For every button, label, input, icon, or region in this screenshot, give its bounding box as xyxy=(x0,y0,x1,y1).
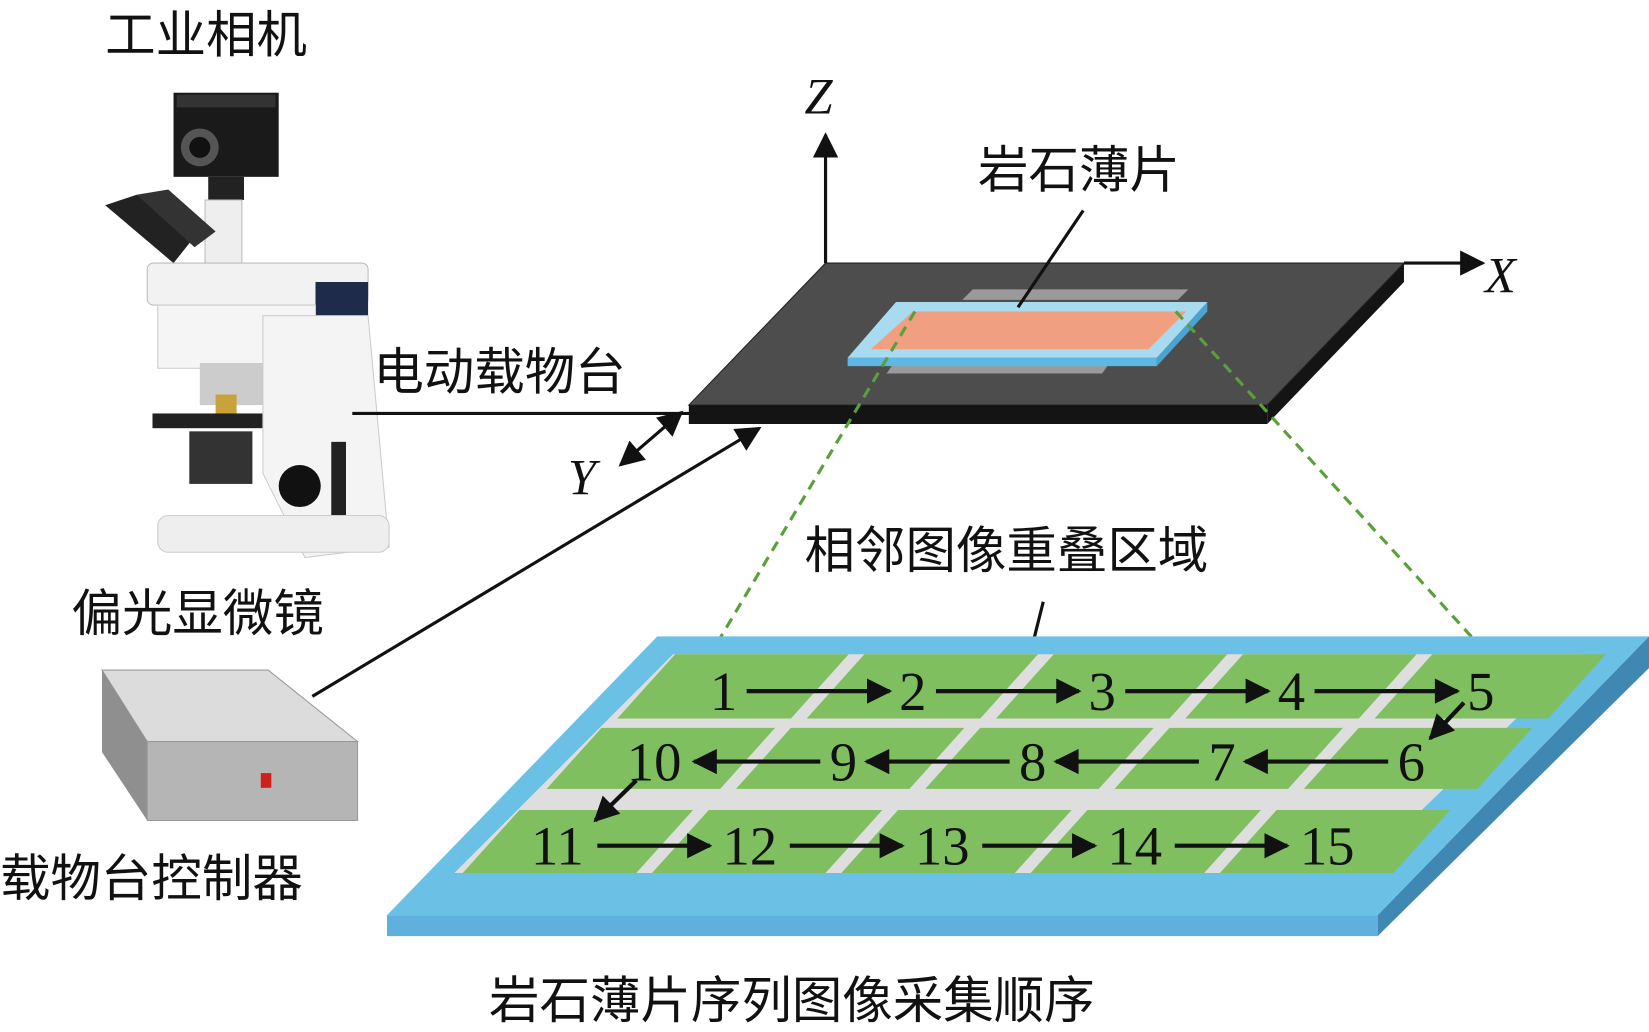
polarizing-microscope xyxy=(105,189,390,559)
microscope-label: 偏光显微镜 xyxy=(72,584,324,643)
thin-section-label: 岩石薄片 xyxy=(978,140,1180,199)
motorized-stage xyxy=(687,262,1406,424)
tile-number: 6 xyxy=(1398,731,1425,792)
thin-section-slide xyxy=(847,289,1208,374)
tile-number: 15 xyxy=(1300,816,1355,877)
image-tile xyxy=(617,654,849,719)
projection-line-left xyxy=(692,310,917,683)
thin-section-leader-line xyxy=(1016,209,1085,309)
industrial-camera xyxy=(173,92,279,200)
image-tile xyxy=(1185,654,1417,719)
image-tile xyxy=(546,727,776,789)
image-tile xyxy=(1303,727,1533,789)
image-tile xyxy=(1374,654,1606,719)
y-axis xyxy=(618,410,684,467)
tile-number: 5 xyxy=(1467,661,1494,722)
tile-number: 7 xyxy=(1208,731,1235,792)
tile-number: 12 xyxy=(722,816,777,877)
image-tile xyxy=(925,727,1154,789)
tile-number: 2 xyxy=(899,661,926,722)
tile-number: 11 xyxy=(531,816,584,877)
tile-number: 1 xyxy=(710,661,737,722)
tile-number: 4 xyxy=(1278,661,1305,722)
image-tile xyxy=(806,654,1038,719)
overlap-label: 相邻图像重叠区域 xyxy=(805,521,1209,580)
tile-number: 8 xyxy=(1019,731,1046,792)
image-tile xyxy=(1114,727,1343,789)
caption: 岩石薄片序列图像采集顺序 xyxy=(489,971,1095,1030)
controller-label: 载物台控制器 xyxy=(0,849,303,908)
image-tile xyxy=(462,809,694,874)
tile-number: 3 xyxy=(1088,661,1115,722)
camera-label: 工业相机 xyxy=(105,6,307,65)
tile-number: 14 xyxy=(1107,816,1162,877)
x-axis-label: X xyxy=(1483,248,1518,304)
tile-number: 9 xyxy=(830,731,857,792)
image-tile xyxy=(735,727,965,789)
image-tile xyxy=(996,654,1228,719)
stage-label: 电动载物台 xyxy=(373,342,625,401)
sequence-arrow-5-to-6 xyxy=(1428,701,1466,741)
y-axis-label: Y xyxy=(568,449,601,505)
tile-number: 13 xyxy=(915,816,970,877)
z-axis-label: Z xyxy=(805,69,834,125)
power-indicator xyxy=(260,773,272,788)
sequence-arrow-10-to-11 xyxy=(593,778,638,823)
projection-line-right xyxy=(1174,310,1514,683)
stage-controller xyxy=(101,669,360,821)
controller-cable xyxy=(311,426,762,698)
